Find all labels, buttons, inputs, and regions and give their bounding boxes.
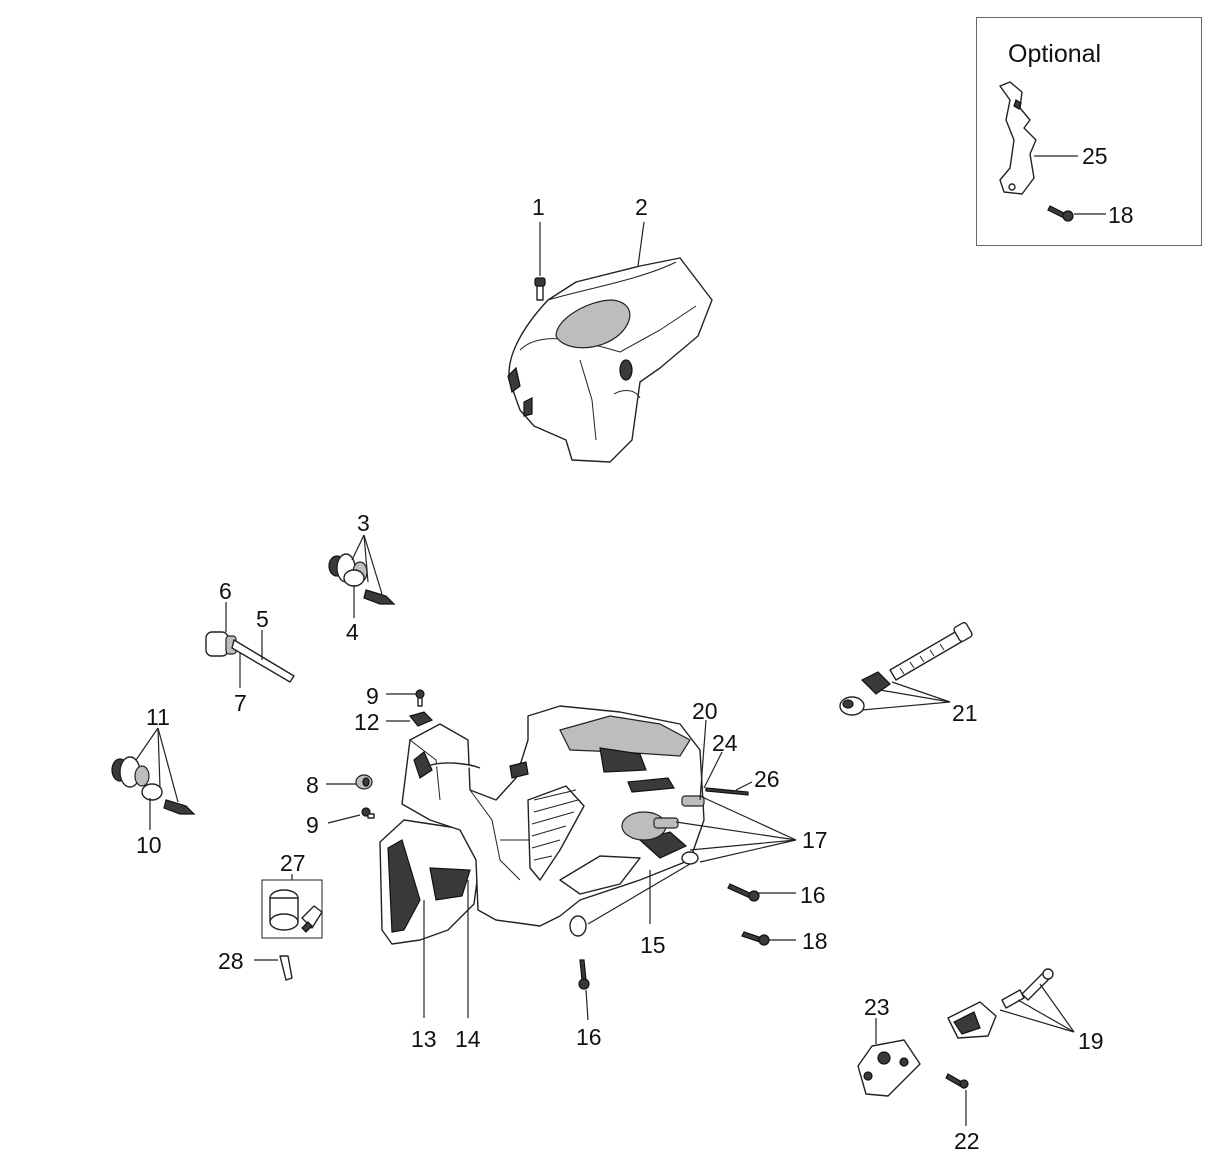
leader-21b	[879, 689, 951, 703]
callout-24: 24	[712, 730, 738, 756]
callout-26: 26	[754, 766, 780, 792]
part-16-screw-bottom	[578, 959, 590, 990]
part-12-nut	[408, 711, 434, 727]
part-23-oil-pump-cover	[857, 1039, 921, 1097]
part-26-pin	[705, 787, 749, 796]
part-16-screw-right	[727, 883, 760, 902]
leader-19b	[1017, 999, 1075, 1033]
stud-1	[681, 795, 705, 807]
callout-9-lower: 9	[306, 812, 319, 838]
callout-3: 3	[357, 510, 370, 536]
callout-4: 4	[346, 619, 359, 645]
callout-22: 22	[954, 1128, 980, 1154]
leader-17d	[699, 839, 797, 863]
leader-17b	[675, 821, 797, 841]
leader-19c	[1039, 983, 1075, 1033]
part-5-hose	[231, 639, 295, 683]
callout-5: 5	[256, 606, 269, 632]
callout-11: 11	[146, 704, 170, 730]
leader-15b	[587, 863, 691, 925]
leader-11c	[157, 727, 179, 803]
callout-14: 14	[455, 1026, 481, 1052]
leader-3b	[363, 534, 369, 583]
callout-18-right: 18	[802, 928, 828, 954]
callout-18-optional: 18	[1108, 202, 1134, 228]
part-11-cap-assembly	[111, 756, 196, 815]
callout-21: 21	[952, 700, 978, 726]
leader-3a	[351, 534, 365, 561]
leader-11a	[135, 727, 159, 761]
callout-19: 19	[1078, 1028, 1104, 1054]
part-25-bracket	[999, 81, 1037, 195]
callout-23: 23	[864, 994, 890, 1020]
callout-9-top: 9	[366, 683, 379, 709]
part-22-screw	[945, 1073, 969, 1089]
callout-12: 12	[354, 709, 380, 735]
optional-parts-box	[976, 17, 1202, 246]
part-9-screw-lower	[361, 807, 375, 819]
callout-1: 1	[532, 194, 545, 220]
part-3-cap-assembly	[328, 553, 396, 605]
callout-6: 6	[219, 578, 232, 604]
callout-8: 8	[306, 772, 319, 798]
leader-17a	[699, 795, 797, 841]
part-19-pump	[947, 968, 1054, 1039]
stud-2	[653, 817, 679, 829]
part-18-screw-optional	[1047, 205, 1074, 222]
leader-3c	[363, 534, 383, 595]
part-8-grommet	[355, 774, 373, 790]
callout-20: 20	[692, 698, 718, 724]
part-2-top-cover	[507, 257, 713, 463]
callout-28: 28	[218, 948, 244, 974]
callout-25: 25	[1082, 143, 1108, 169]
leader-9b	[327, 814, 361, 824]
callout-13: 13	[411, 1026, 437, 1052]
part-18-screw-right	[741, 931, 770, 946]
leader-2	[637, 221, 645, 267]
leader-19a	[999, 1009, 1075, 1033]
callout-7: 7	[234, 690, 247, 716]
optional-title: Optional	[1008, 40, 1102, 68]
part-27-filter	[269, 889, 323, 933]
callout-2: 2	[635, 194, 648, 220]
callout-10: 10	[136, 832, 162, 858]
part-28-hose	[279, 955, 293, 981]
part-21-tensioner	[839, 621, 973, 716]
part-1-screw	[534, 277, 546, 301]
part-9-screw-top	[415, 689, 425, 707]
leader-24	[703, 751, 723, 789]
leader-21c	[861, 701, 951, 711]
callout-27: 27	[280, 850, 306, 876]
leader-20	[699, 719, 707, 801]
callout-17: 17	[802, 827, 828, 853]
leader-26	[735, 781, 753, 791]
callout-16-right: 16	[800, 882, 826, 908]
leader-11b	[157, 727, 161, 789]
leader-16b	[585, 989, 589, 1021]
leader-17c	[689, 839, 797, 851]
part-crankcase-assembly	[379, 705, 705, 945]
leader-21a	[891, 681, 951, 703]
callout-15: 15	[640, 932, 666, 958]
part-6-plug	[205, 631, 237, 657]
callout-16-bottom: 16	[576, 1024, 602, 1050]
